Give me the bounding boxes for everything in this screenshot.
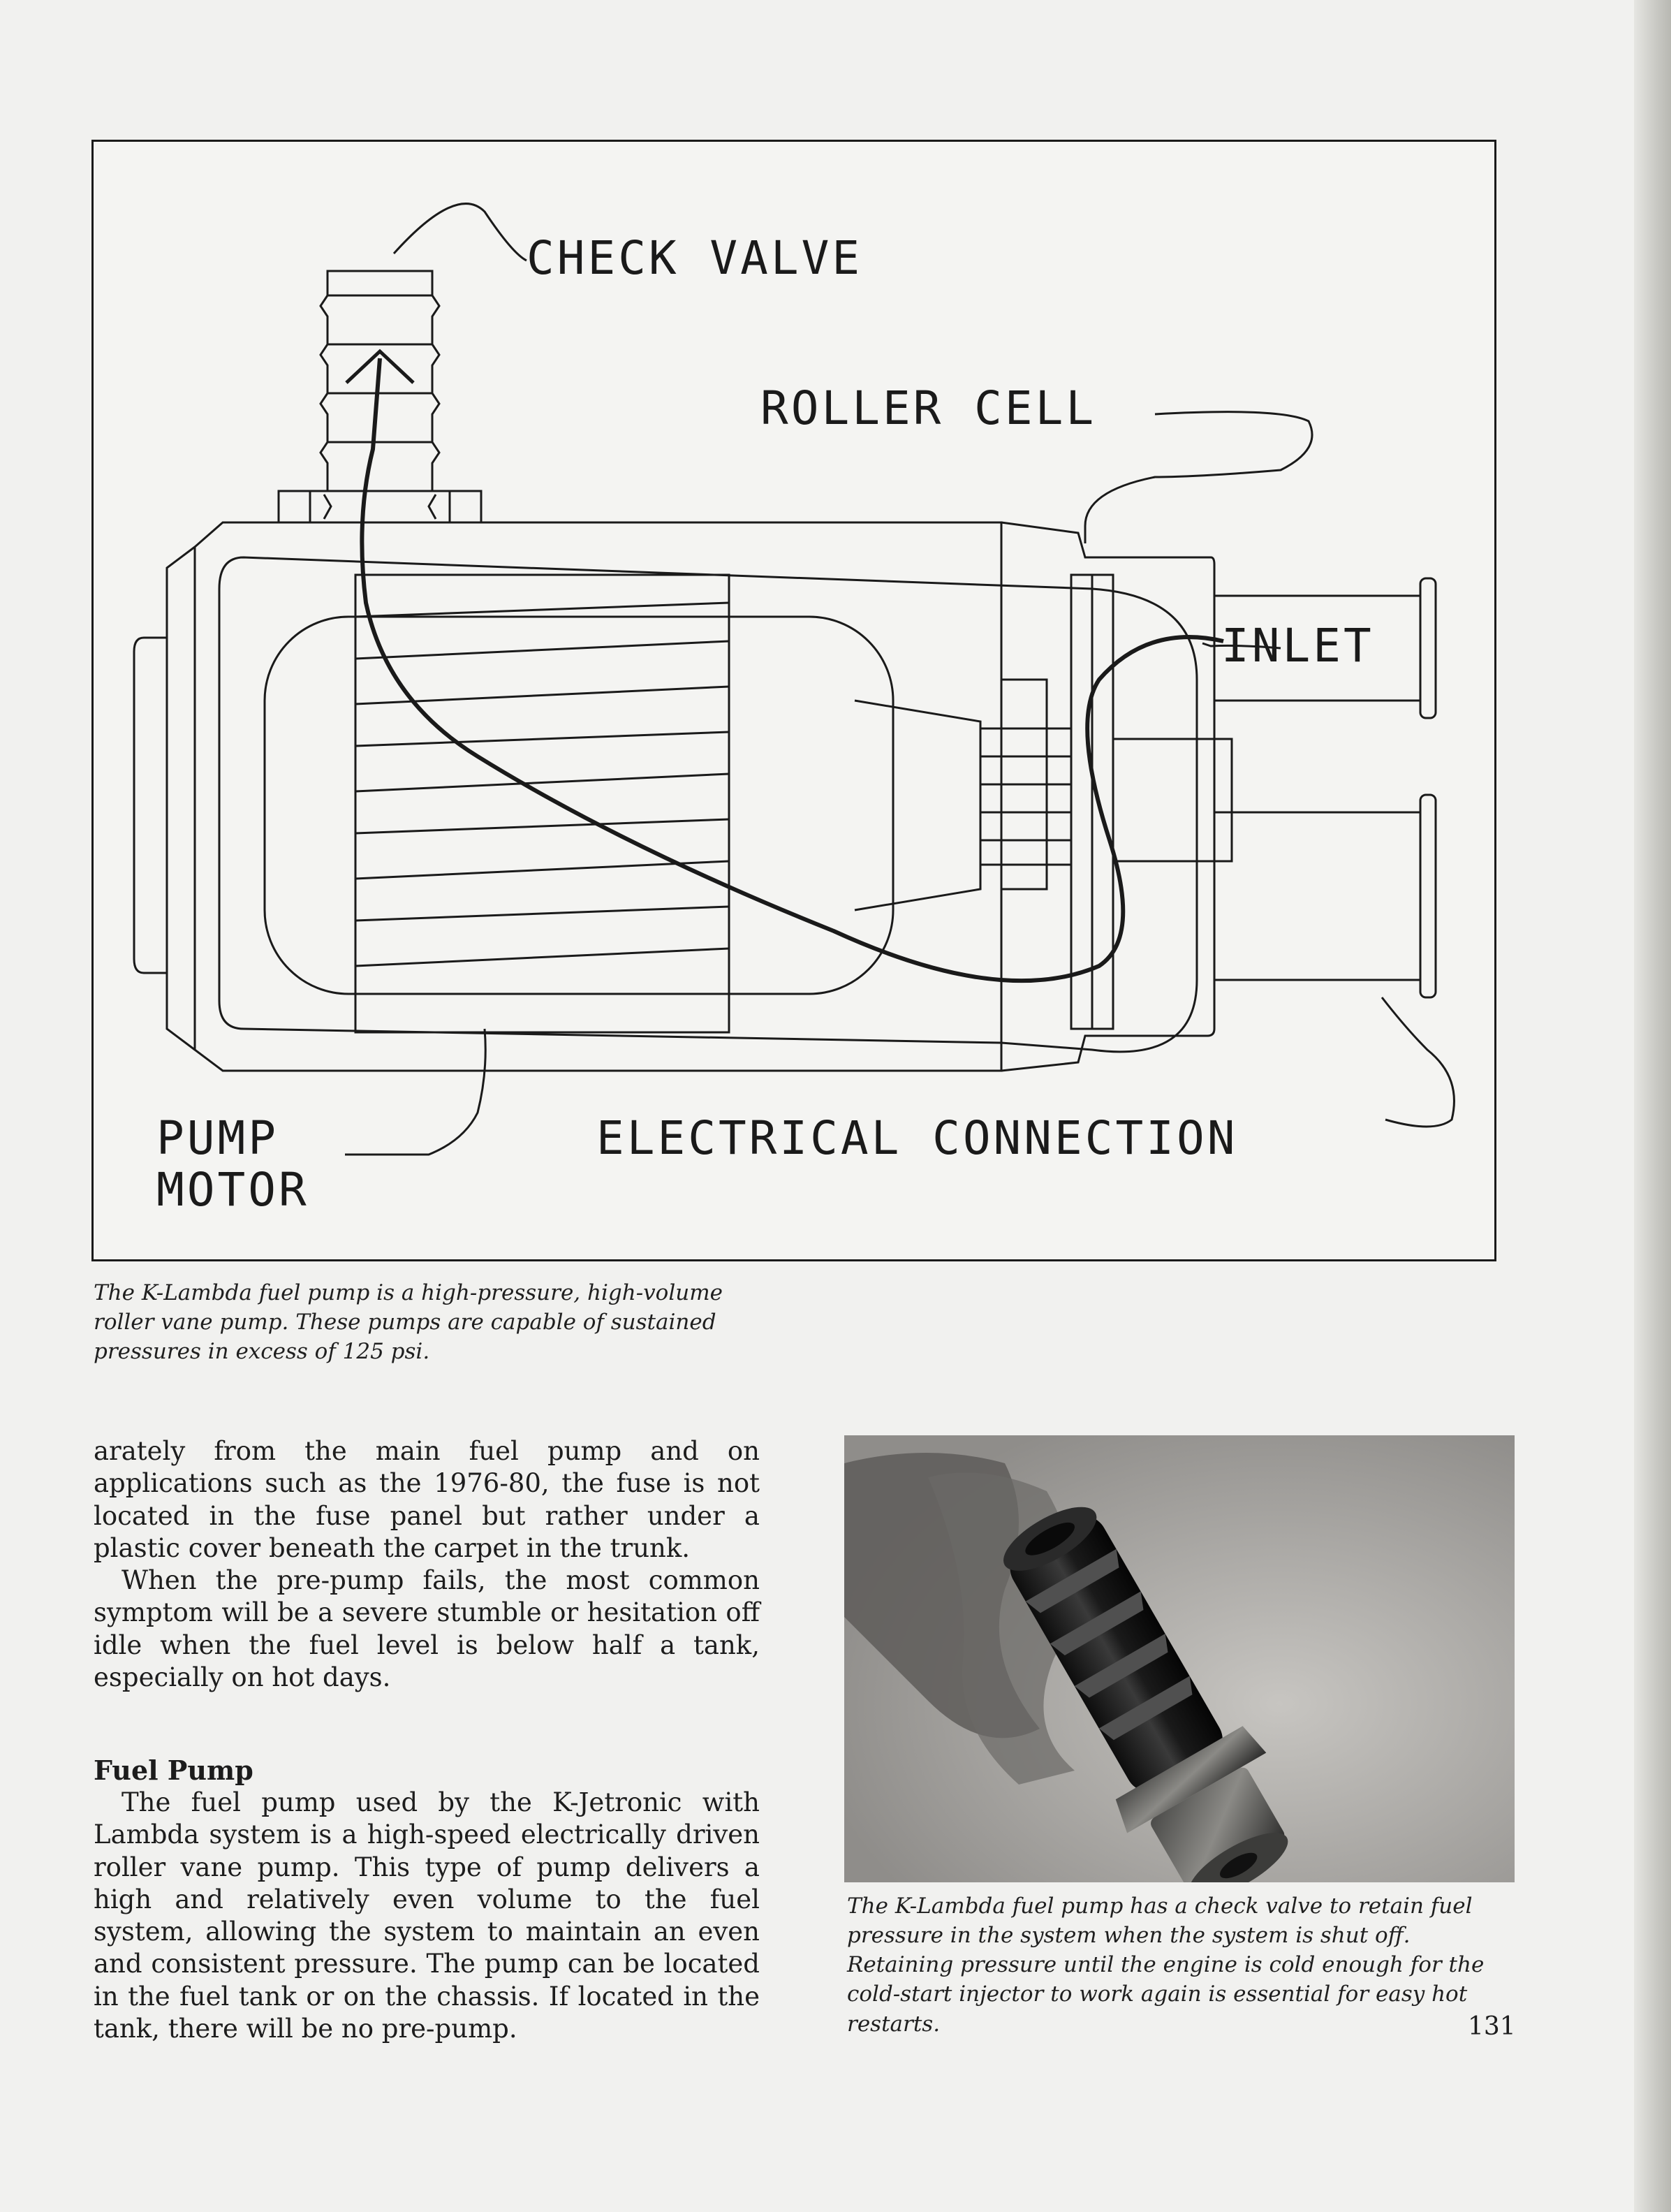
label-roller-cell: ROLLER CELL (760, 381, 1097, 435)
check-valve-photo-image (844, 1435, 1515, 1898)
roller-rotor (979, 727, 1073, 866)
paragraph-pre-pump-failure: When the pre-pump fails, the most common… (94, 1565, 760, 1692)
electrical-connection-flange (1419, 793, 1437, 999)
page-edge-shadow (1634, 0, 1671, 2212)
check-valve-leader (392, 203, 527, 262)
pump-chamber (1112, 738, 1233, 863)
fuel-flow-path (360, 358, 1224, 983)
label-pump-motor-line2: MOTOR (156, 1162, 309, 1217)
check-valve-hex-nut (277, 490, 483, 524)
label-check-valve: CHECK VALVE (527, 231, 863, 285)
label-electrical-connection: ELECTRICAL CONNECTION (596, 1111, 1238, 1165)
body-column-upper: arately from the main fuel pump and on a… (94, 1435, 760, 1694)
pump-diagram-drawing (133, 203, 1455, 1156)
motor-armature-outline (263, 615, 895, 995)
inlet-leader (1202, 642, 1281, 650)
roller-cell-leader (1084, 411, 1313, 543)
housing-end-plate (133, 636, 167, 974)
stator-winding-block (354, 573, 730, 1034)
section-heading: Fuel Pump (94, 1755, 253, 1786)
photo-caption: The K-Lambda fuel pump has a check valve… (847, 1894, 1485, 2037)
roller-shaft (1000, 678, 1048, 891)
label-pump-motor: PUMP MOTOR (156, 1113, 309, 1216)
electrical-connection-tube (1214, 811, 1422, 981)
inlet-flange (1419, 577, 1437, 719)
page-number: 131 (1468, 2012, 1516, 2041)
housing-inner-contour (218, 556, 1198, 1053)
figure-caption: The K-Lambda fuel pump is a high-pressur… (94, 1280, 723, 1365)
paragraph-fuse-location: arately from the main fuel pump and on a… (94, 1436, 760, 1563)
electrical-connection-leader (1381, 997, 1455, 1128)
check-valve-nipple (319, 270, 441, 491)
paragraph-fuel-pump: The fuel pump used by the K-Jetronic wit… (94, 1787, 760, 2044)
check-valve-arrow (345, 349, 415, 384)
label-inlet: INLET (1221, 619, 1374, 673)
drive-shaft-cone (854, 699, 982, 911)
pump-motor-leader (344, 1028, 487, 1156)
pump-diagram-figure: CHECK VALVE ROLLER CELL INLET PUMP MOTOR… (91, 140, 1496, 1261)
body-column-lower: The fuel pump used by the K-Jetronic wit… (94, 1787, 760, 2045)
pump-housing (193, 521, 1003, 1072)
check-valve-photo (844, 1435, 1515, 1898)
label-pump-motor-line1: PUMP (156, 1111, 279, 1165)
housing-end-cap (165, 545, 196, 1051)
stator-winding-lines (355, 601, 730, 967)
pump-body (1001, 521, 1216, 1072)
